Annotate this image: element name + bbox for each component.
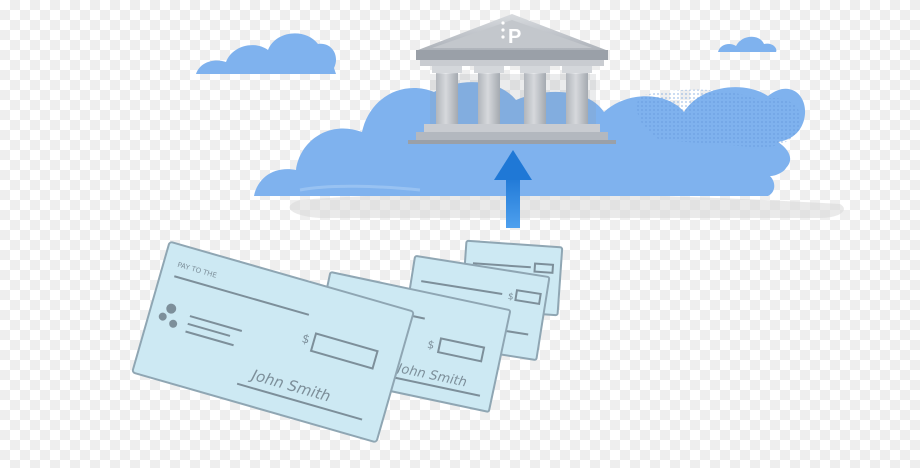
check-1: PAY TO THE $ John Smith bbox=[131, 241, 415, 443]
small-cloud-left bbox=[196, 33, 337, 74]
bank-logo: P bbox=[501, 21, 521, 48]
check-2-currency: $ bbox=[426, 338, 436, 352]
check-1-currency: $ bbox=[300, 331, 311, 347]
bank-building-icon: P bbox=[408, 14, 616, 144]
upload-arrow-icon bbox=[494, 150, 532, 228]
small-cloud-right bbox=[718, 36, 777, 52]
bank-logo-letter: P bbox=[508, 26, 521, 48]
check-3-currency: $ bbox=[507, 292, 514, 303]
cloud-shadow bbox=[289, 193, 844, 218]
